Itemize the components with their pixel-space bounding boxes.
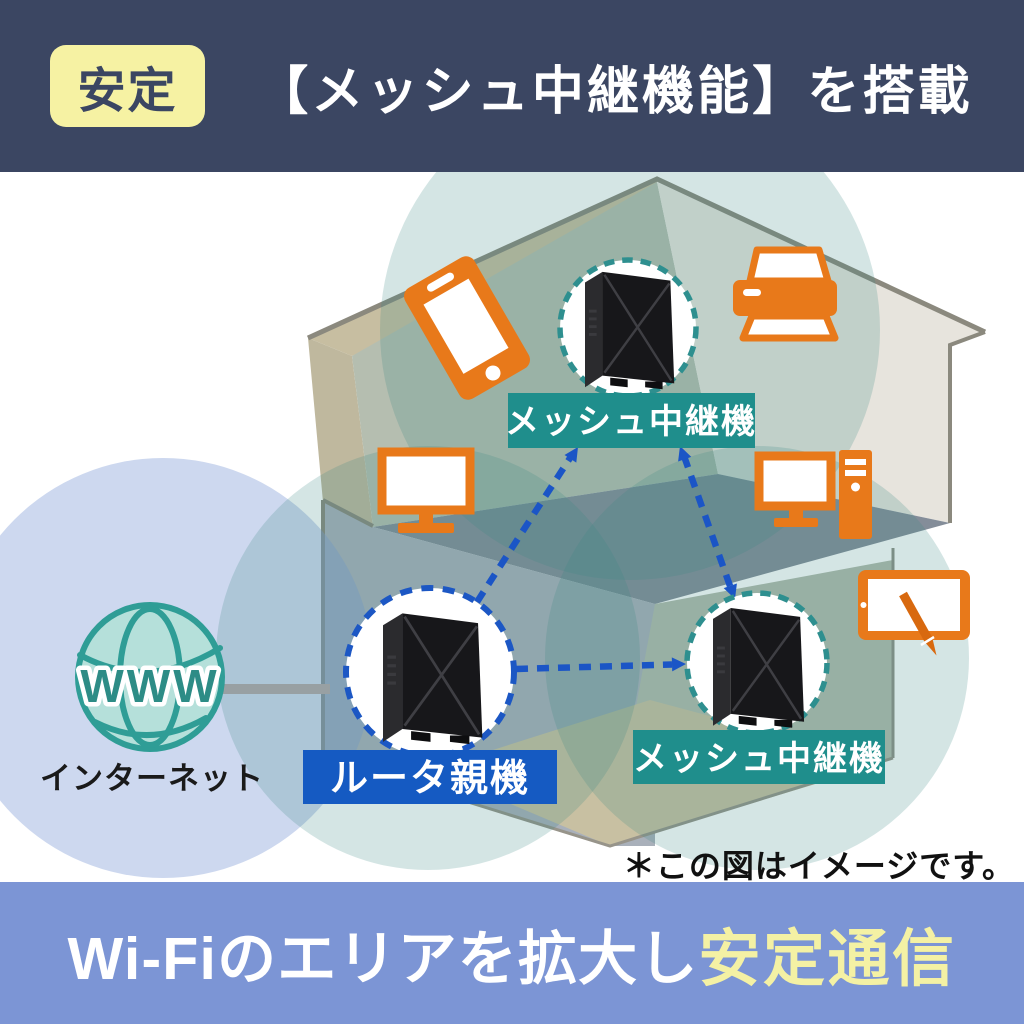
desktop-pc-icon <box>754 450 872 539</box>
arrowhead-up-right <box>678 446 692 462</box>
relay-top-label-text: メッシュ中継機 <box>505 403 757 441</box>
relay-right-label-text: メッシュ中継機 <box>633 740 885 778</box>
left-wall-outline <box>321 498 374 757</box>
router-label-text: ルータ親機 <box>330 758 530 800</box>
tablet-pen-icon <box>858 570 970 656</box>
router-label: ルータ親機 <box>303 750 557 804</box>
page-title: 【メッシュ中継機能】を搭載 <box>256 62 973 121</box>
arrowhead-up-left <box>564 447 578 463</box>
disclaimer-note: ＊この図はイメージです。 <box>622 848 1015 884</box>
internet-node: WWW インターネット <box>40 602 330 796</box>
footer-banner: Wi-Fiのエリアを拡大し安定通信 <box>0 882 1024 1024</box>
header-banner: 安定 【メッシュ中継機能】を搭載 <box>0 0 1024 172</box>
arrowhead-right <box>671 657 686 672</box>
www-text: WWW <box>80 660 219 712</box>
footer-text: Wi-Fiのエリアを拡大し <box>67 925 699 992</box>
relay-top-device-icon <box>583 270 676 391</box>
relay-right-label: メッシュ中継機 <box>633 730 885 784</box>
relay-right-device-icon <box>711 606 806 729</box>
monitor-icon <box>377 447 475 533</box>
arrow-router-to-relay-top <box>474 456 573 604</box>
router-device-icon <box>381 612 484 746</box>
roof-underside <box>308 180 657 356</box>
internet-label: インターネット <box>40 761 264 796</box>
arrow-router-to-relay-right <box>515 661 673 673</box>
right-wall-outline <box>948 330 986 523</box>
relay-top-label: メッシュ中継機 <box>505 393 757 448</box>
footer-highlight-text: 安定通信 <box>698 925 957 994</box>
mesh-links <box>474 454 734 673</box>
left-wall-edge <box>308 338 373 527</box>
printer-icon <box>733 246 839 342</box>
www-globe-icon <box>75 602 225 752</box>
stable-badge: 安定 <box>50 45 205 127</box>
smartphone-icon <box>404 256 530 400</box>
arrow-relay-top-to-relay-right <box>680 454 734 588</box>
